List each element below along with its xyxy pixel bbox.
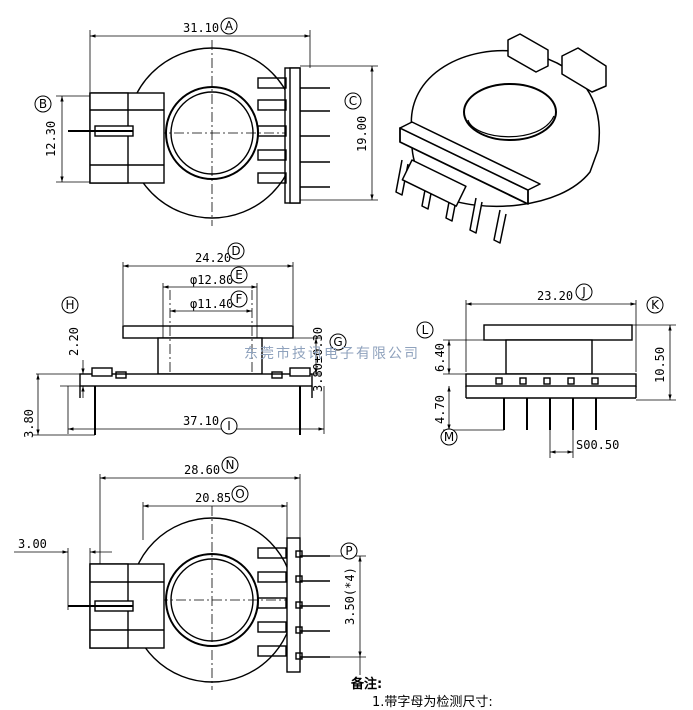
- label-d: D: [227, 242, 245, 260]
- dim-k: [632, 324, 676, 401]
- dim-m-value: 4.70: [433, 395, 447, 424]
- dim-o: [142, 502, 288, 540]
- svg-text:O: O: [235, 487, 244, 501]
- svg-text:D: D: [231, 244, 240, 258]
- svg-text:A: A: [225, 19, 234, 33]
- svg-text:J: J: [581, 285, 586, 299]
- isometric-view: [395, 33, 607, 244]
- dim-m: [443, 386, 504, 431]
- dim-j: [465, 300, 637, 372]
- svg-text:E: E: [235, 268, 243, 282]
- dim-p: [14, 548, 112, 610]
- dim-h: [36, 360, 92, 398]
- front-view: [79, 290, 313, 435]
- dim-spacing: [549, 430, 574, 458]
- label-i: I: [220, 417, 238, 435]
- dim-h2: [32, 374, 95, 436]
- dim-j-value: 23.20: [537, 289, 573, 303]
- dim-i-value: 37.10: [183, 414, 219, 428]
- side-view: [465, 324, 637, 430]
- dim-n: [99, 474, 301, 564]
- svg-text:F: F: [236, 292, 243, 306]
- dim-o-value: 20.85: [195, 491, 231, 505]
- svg-text:B: B: [39, 97, 47, 111]
- label-j: J: [575, 283, 593, 301]
- svg-text:G: G: [333, 335, 342, 349]
- dim-p-value: 3.00: [18, 537, 47, 551]
- dim-a-value: 31.10: [183, 21, 219, 35]
- label-n: N: [221, 456, 239, 474]
- svg-text:C: C: [349, 94, 357, 108]
- dim-d: [122, 262, 294, 325]
- watermark: 东莞市技讯电子有限公司: [244, 345, 420, 362]
- dim-h-value: 2.20: [67, 327, 81, 356]
- dim-i: [67, 386, 325, 434]
- label-c: C: [344, 92, 362, 110]
- dim-c: [300, 65, 378, 201]
- dim-l-value: 6.40: [433, 343, 447, 372]
- svg-text:P: P: [345, 544, 352, 558]
- dim-spacing-value: S00.50: [576, 438, 619, 452]
- dim-e-value: φ12.80: [190, 273, 233, 287]
- svg-text:K: K: [651, 298, 660, 312]
- dim-a: [89, 30, 311, 92]
- svg-text:L: L: [422, 323, 429, 337]
- label-m: M: [440, 428, 458, 446]
- dim-n-value: 28.60: [184, 463, 220, 477]
- label-f: F: [230, 290, 248, 308]
- dim-k-value: 10.50: [653, 347, 667, 383]
- svg-text:H: H: [65, 298, 74, 312]
- label-g: G: [329, 333, 347, 351]
- label-b: B: [34, 95, 52, 113]
- label-k: K: [646, 296, 664, 314]
- dim-f-value: φ11.40: [190, 297, 233, 311]
- top-view: [68, 40, 330, 226]
- svg-text:N: N: [226, 458, 235, 472]
- dim-l: [443, 339, 506, 375]
- dim-p2: [330, 555, 366, 675]
- label-l: L: [416, 321, 434, 339]
- dim-g-value: 3.80±0.30: [311, 327, 325, 392]
- bottom-view: [68, 506, 330, 690]
- label-o: O: [231, 485, 249, 503]
- notes-heading: 备注:: [350, 676, 382, 692]
- label-p: P: [340, 542, 358, 560]
- dim-g: [262, 337, 322, 375]
- dim-b: [56, 95, 90, 183]
- svg-text:M: M: [444, 430, 454, 444]
- dim-b-value: 12.30: [44, 121, 58, 157]
- notes-item-1: 1.带字母为检测尺寸:: [372, 695, 493, 710]
- label-e: E: [230, 266, 248, 284]
- dim-e: [162, 283, 258, 338]
- label-h: H: [61, 296, 79, 314]
- dim-h2-value: 3.80: [22, 409, 36, 438]
- svg-text:I: I: [227, 419, 231, 433]
- dim-d-value: 24.20: [195, 251, 231, 265]
- dim-c-value: 19.00: [355, 116, 369, 152]
- dim-p2-value: 3.50(*4): [343, 567, 357, 625]
- label-a: A: [220, 17, 238, 35]
